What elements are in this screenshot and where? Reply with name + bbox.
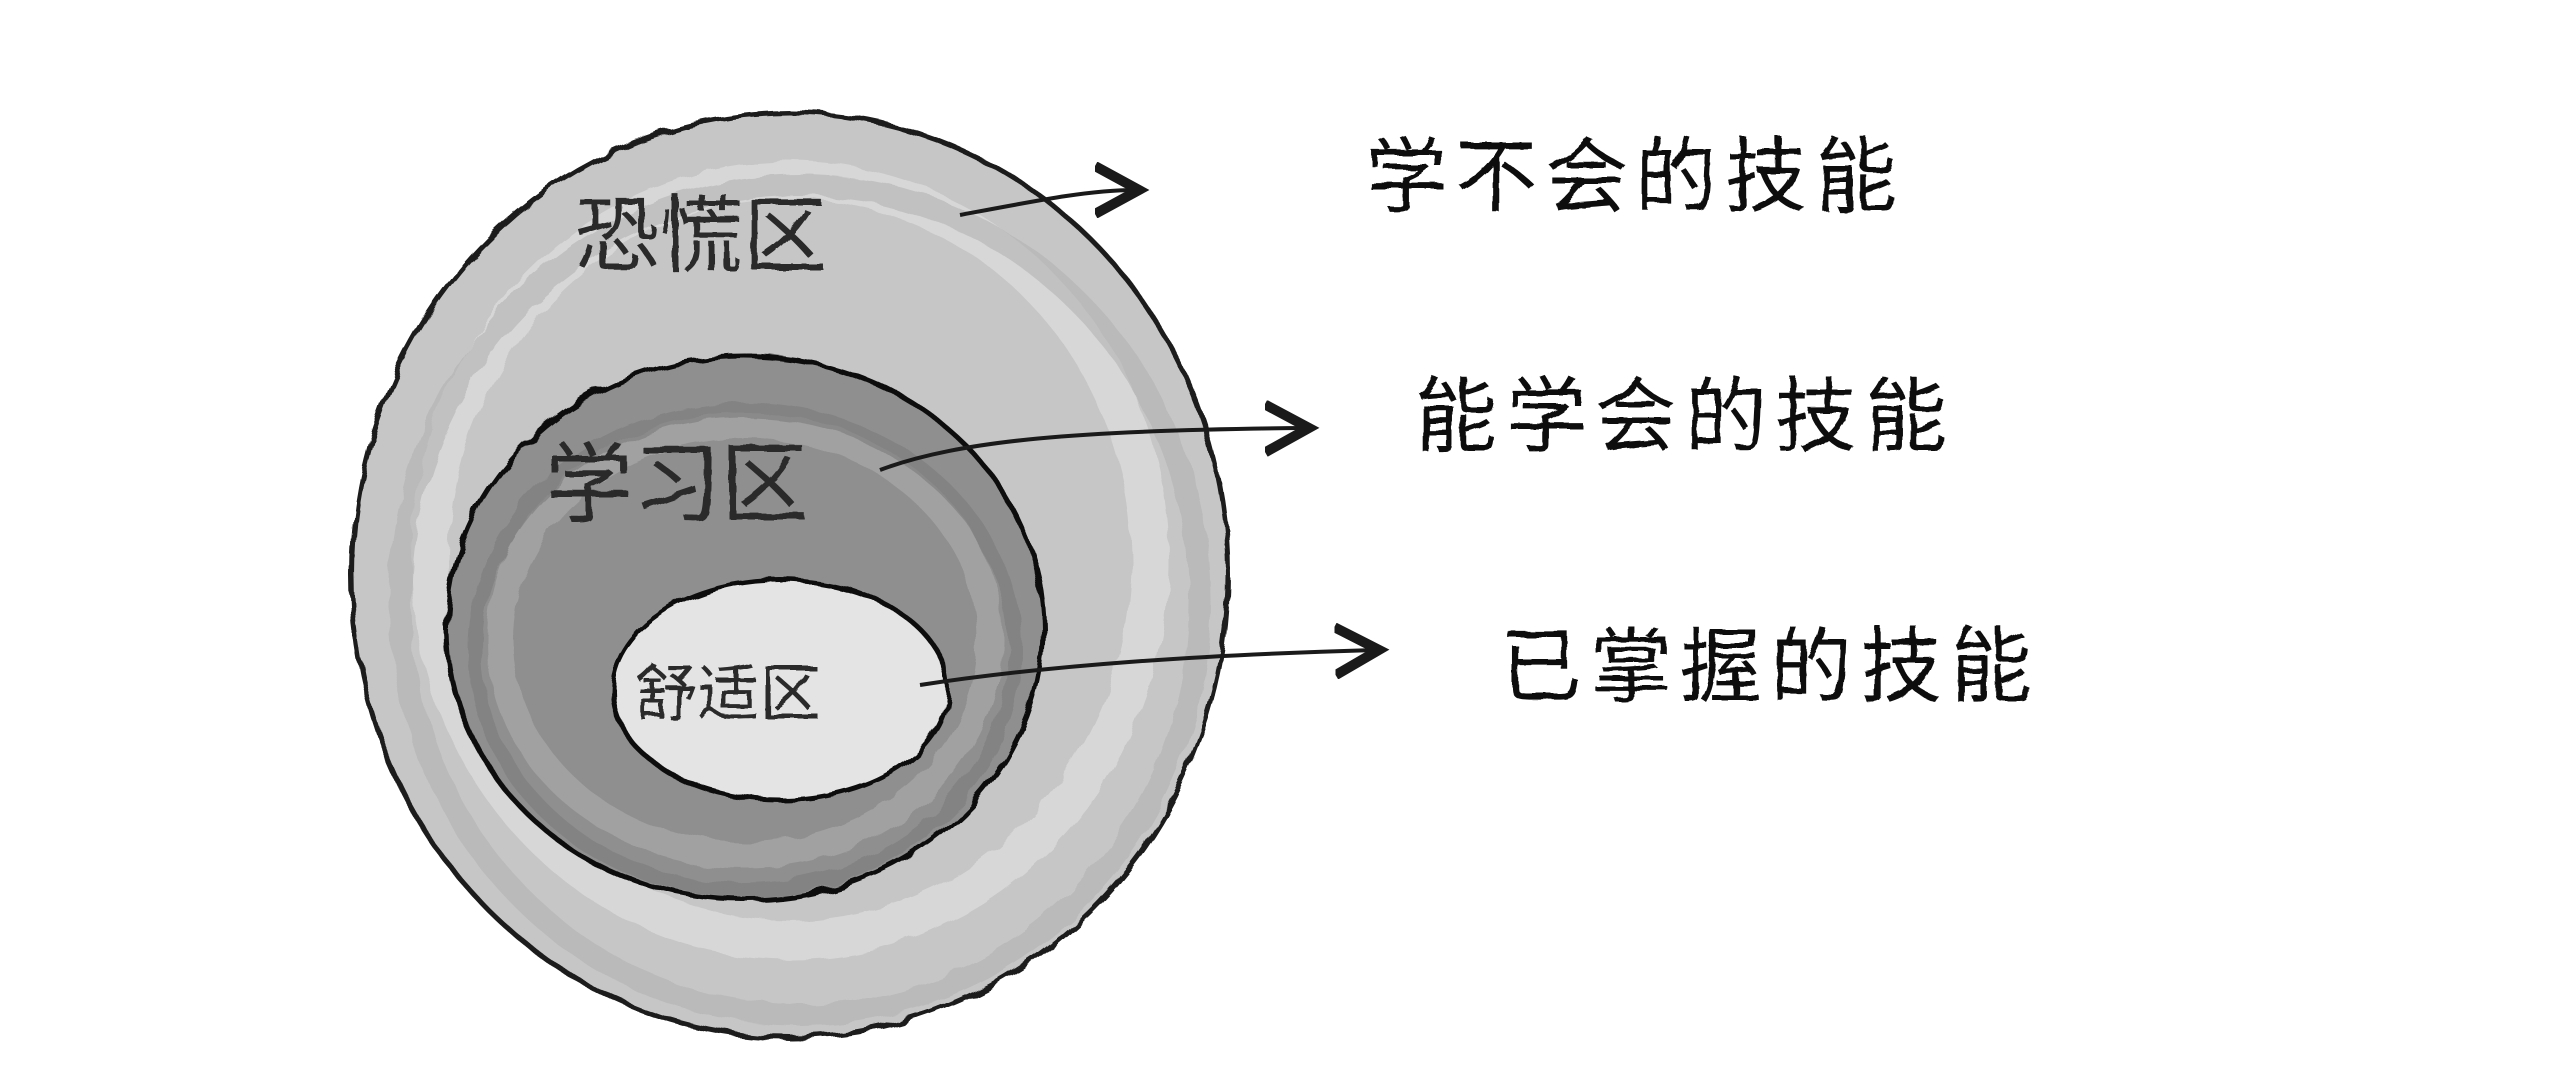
panic-zone-label: 恐慌区 (575, 187, 827, 285)
learning-zone-description: 能学会的技能 (1415, 370, 1955, 465)
panic-zone-shading-2 (389, 174, 1211, 1026)
comfort-zone: 舒适区 (609, 577, 951, 803)
comfort-arrow (919, 650, 1375, 687)
learning-zone-shading (487, 412, 1003, 868)
learning-zone-label: 学习区 (545, 433, 809, 536)
comfort-zone-shape (609, 577, 951, 803)
comfort-zone-label: 舒适区 (635, 657, 821, 730)
learning-zone-shading-2 (468, 403, 1022, 897)
comfort-zone-description: 已掌握的技能 (1500, 620, 2040, 715)
panic-arrow (959, 190, 1135, 215)
learning-arrow (879, 428, 1305, 472)
panic-zone-description: 学不会的技能 (1365, 130, 1905, 225)
